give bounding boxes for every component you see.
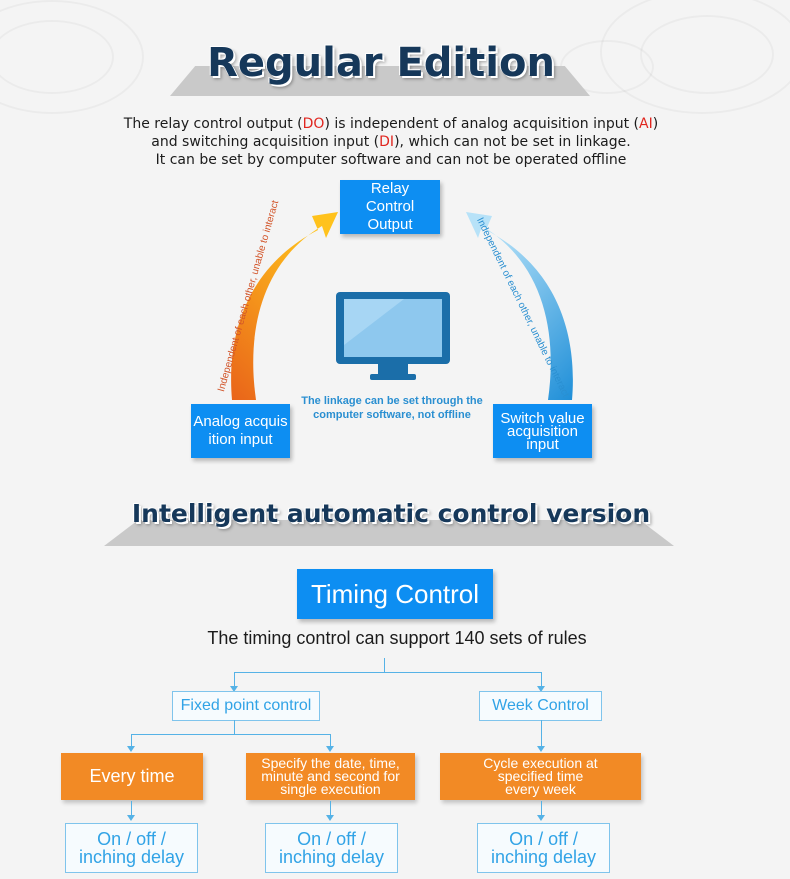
analog-input-box: Analog acquisition input	[191, 404, 290, 458]
delay-box-1: On / off / inching delay	[65, 823, 198, 873]
regular-title-banner	[170, 66, 590, 96]
intro-line-1: The relay control output (DO) is indepen…	[123, 116, 659, 132]
monitor-caption: The linkage can be set through the compu…	[301, 395, 483, 421]
right-arrow	[466, 212, 573, 400]
intro-line-2: and switching acquisition input (DI), wh…	[151, 134, 631, 150]
timing-subtitle: The timing control can support 140 sets …	[207, 628, 587, 648]
every-time-box: Every time	[61, 753, 203, 800]
regular-title: Regular Edition	[207, 40, 555, 86]
intelligent-title: Intelligent automatic control version	[131, 499, 651, 528]
intelligent-title-banner	[104, 520, 674, 546]
weekly-cycle-box: Cycle execution at specified time every …	[440, 753, 641, 800]
fixed-point-control-box: Fixed point control	[172, 691, 320, 721]
monitor-icon	[336, 292, 450, 380]
linkage-arrows	[231, 212, 573, 400]
week-control-box: Week Control	[479, 691, 602, 721]
single-execution-box: Specify the date, time, minute and secon…	[246, 753, 415, 800]
intro-line-3: It can be set by computer software and c…	[155, 152, 627, 168]
delay-box-2: On / off / inching delay	[265, 823, 398, 873]
relay-control-box: Relay Control Output	[340, 180, 440, 234]
delay-box-3: On / off / inching delay	[477, 823, 610, 873]
timing-control-box: Timing Control	[297, 569, 493, 619]
regular-intro: The relay control output (DO) is indepen…	[0, 115, 782, 169]
switch-input-box: Switch value acquisition input	[493, 404, 592, 458]
left-arrow	[231, 212, 338, 400]
